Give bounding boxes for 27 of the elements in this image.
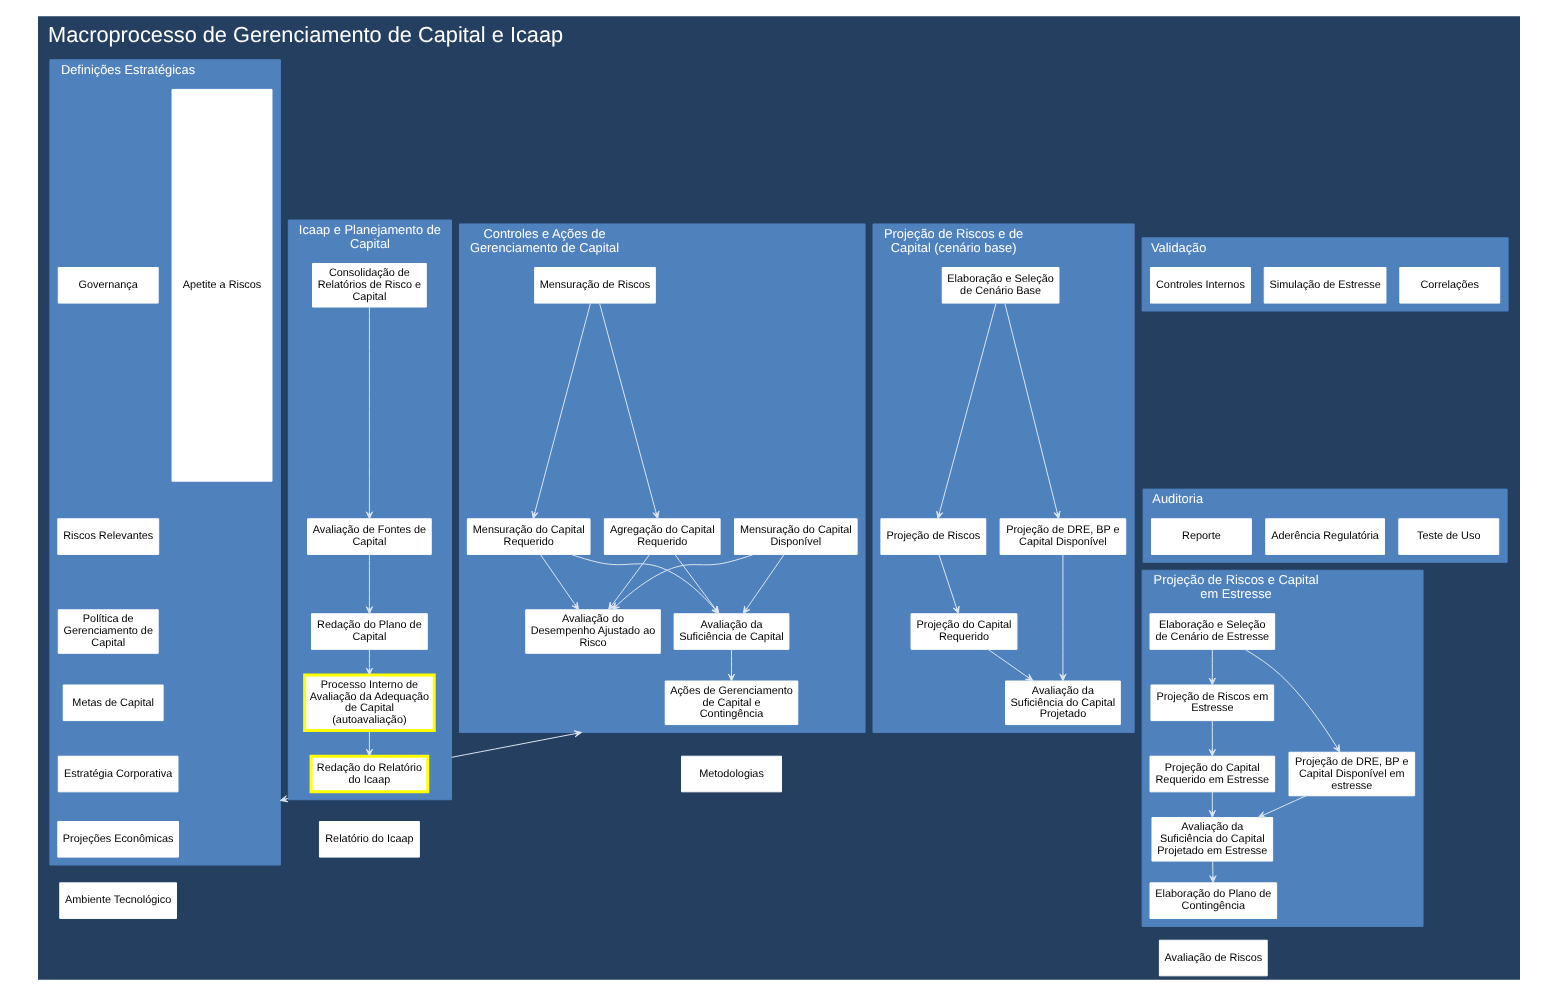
arrow	[598, 302, 659, 520]
diagram-title: Macroprocesso de Gerenciamento de Capital e Icaap	[47, 23, 563, 48]
arrow	[610, 553, 754, 611]
arrow	[726, 649, 735, 682]
arrow	[364, 649, 373, 676]
arrow	[569, 553, 719, 615]
arrow	[607, 554, 650, 611]
arrow	[937, 554, 959, 615]
arrow	[1058, 554, 1066, 682]
arrow	[1207, 649, 1215, 686]
arrow	[1207, 791, 1215, 818]
arrow	[1208, 860, 1216, 884]
arrow	[935, 302, 996, 520]
arrow	[278, 795, 288, 803]
arrow	[364, 554, 373, 615]
arrow	[364, 306, 373, 520]
arrow	[1003, 302, 1060, 520]
arrow	[1256, 795, 1306, 818]
arrow	[741, 554, 784, 615]
arrow	[450, 730, 581, 758]
arrow	[986, 649, 1033, 682]
arrow	[1243, 648, 1340, 753]
arrow	[1207, 720, 1215, 757]
arrow	[364, 730, 373, 757]
arrow	[539, 554, 579, 611]
arrow	[530, 302, 590, 520]
arrow	[673, 554, 719, 615]
